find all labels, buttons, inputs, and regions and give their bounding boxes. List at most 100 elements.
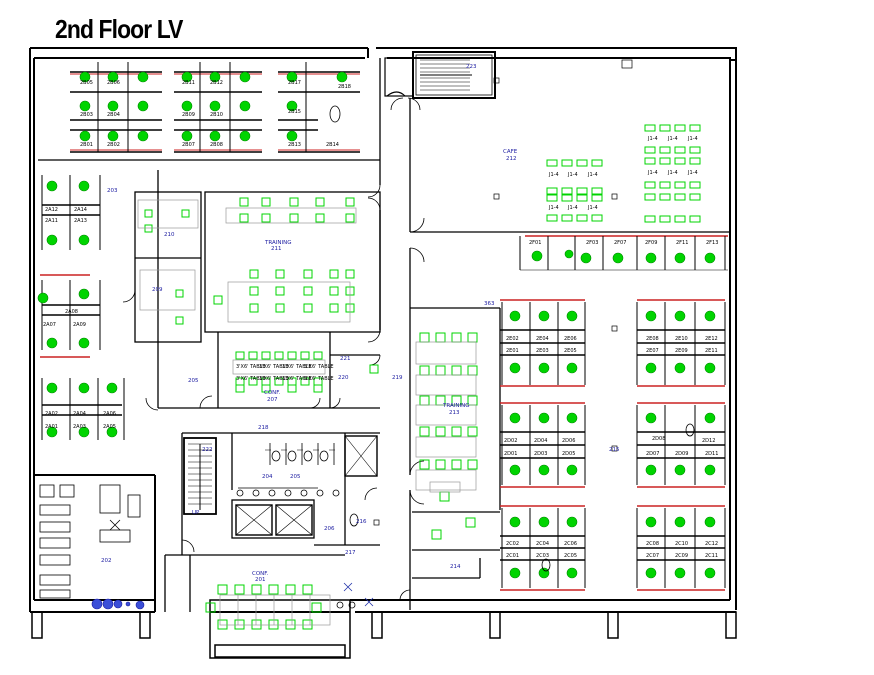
desk-label: 2F03: [586, 240, 598, 246]
room-213-label: 213: [449, 410, 460, 416]
desk-label: 2C10: [675, 541, 688, 547]
desk-label: 2B14: [326, 142, 339, 148]
desk-label: 2B13: [288, 142, 301, 148]
interior-walls: [38, 58, 730, 612]
desk-label: 2B11: [182, 80, 195, 86]
desk-label: 2B01: [80, 142, 93, 148]
room-206-label: 206: [324, 526, 335, 532]
door-swings: [122, 97, 425, 601]
training-213-label: TRAINING: [442, 403, 469, 409]
room-212-label: 212: [506, 156, 517, 162]
desk-label: 2E06: [564, 336, 577, 342]
desk-label: 2B07: [182, 142, 195, 148]
desk-label: 2E12: [705, 336, 718, 342]
plan-title: 2nd Floor LV: [55, 14, 183, 44]
desk-label: 2D08: [652, 436, 665, 442]
desk-label: 2A02: [45, 411, 58, 417]
room-205-label: 205: [188, 378, 199, 384]
desk-label: 2A12: [45, 207, 58, 213]
room-202-label: 202: [101, 558, 112, 564]
desk-label: 2B09: [182, 112, 195, 118]
table-label: 3'X6' TABLE: [304, 376, 334, 382]
desk-label: 2E09: [675, 348, 688, 354]
table-label: 3'X6' TABLE: [236, 364, 266, 370]
cafe-table-label: J1-4: [667, 170, 678, 176]
desk-label: 2F09: [645, 240, 657, 246]
desk-label: 2A07: [43, 322, 56, 328]
desk-label: 2C02: [506, 541, 519, 547]
desk-label: 2E07: [646, 348, 659, 354]
desk-label: 2B08: [210, 142, 223, 148]
desk-label: 2A04: [73, 411, 86, 417]
room-211-label: 211: [271, 246, 282, 252]
room-222-label: 222: [202, 447, 213, 453]
workstation-chairs: [37, 71, 716, 579]
desk-label: 2E10: [675, 336, 688, 342]
desk-label: 2C07: [646, 553, 659, 559]
table-label: 3'X6' TABLE: [282, 364, 312, 370]
desk-label: 2B10: [210, 112, 223, 118]
room-210-label: 210: [164, 232, 175, 238]
training-211-label: TRAINING: [264, 240, 291, 246]
exercise-balls: [91, 598, 145, 610]
desk-label: 2E08: [646, 336, 659, 342]
desk-label: 2D04: [534, 438, 547, 444]
room-218-label: 218: [258, 425, 269, 431]
desk-label: 2F13: [706, 240, 718, 246]
cafe-table-label: J1-4: [647, 136, 658, 142]
room-labels: CAFE 212 203 210 209 TRAINING 211 205 CO…: [101, 149, 620, 583]
outer-walls: [29, 47, 737, 613]
desk-label: 2C12: [705, 541, 718, 547]
desk-label: 2D05: [562, 451, 575, 457]
desk-label: 2D12: [702, 438, 715, 444]
room-209-label: 209: [152, 287, 163, 293]
cafe-table-label: J1-4: [548, 205, 559, 211]
desk-label: 2A11: [45, 218, 58, 224]
desk-label: 2B02: [107, 142, 120, 148]
cafe-table-label: J1-4: [647, 170, 658, 176]
desk-label: 2C01: [506, 553, 519, 559]
cafe-table-label: J1-4: [567, 172, 578, 178]
desk-label: 2B06: [107, 80, 120, 86]
desk-label: 2C05: [564, 553, 577, 559]
desk-label: 2E03: [536, 348, 549, 354]
table-label: 3'X6' TABLE: [282, 376, 312, 382]
room-216-label: 216: [356, 519, 367, 525]
table-label: 3'X6' TABLE: [304, 364, 334, 370]
stair-up-label: UP: [192, 510, 200, 516]
desk-label: 2D07: [646, 451, 659, 457]
cafe-table-label: J1-4: [587, 205, 598, 211]
desk-label: 2A14: [74, 207, 87, 213]
room-363-label: 363: [484, 301, 495, 307]
elevator-core-top: [384, 57, 414, 97]
columns: [31, 599, 737, 659]
desk-label: 2B03: [80, 112, 93, 118]
column-markers: [373, 59, 633, 526]
desk-label: 2C04: [536, 541, 549, 547]
desk-label: 2A06: [103, 411, 116, 417]
cubicle-frames: [40, 62, 728, 591]
room-214-label: 214: [450, 564, 461, 570]
table-label: 3'X6' TABLE: [259, 364, 289, 370]
desk-label: 2D09: [675, 451, 688, 457]
fixtures: [236, 105, 695, 609]
cafe-table-label: J1-4: [667, 136, 678, 142]
room-221-label: 221: [340, 356, 351, 362]
desk-label: 2E02: [506, 336, 519, 342]
desk-label: 2B15: [288, 109, 301, 115]
desk-label: 2C06: [564, 541, 577, 547]
conf-207-label: CONF.: [264, 390, 281, 396]
desk-label: 2A09: [73, 322, 86, 328]
desk-label: 2C11: [705, 553, 718, 559]
desk-label: 2E04: [536, 336, 549, 342]
desk-label: 2B17: [288, 80, 301, 86]
desk-label: 2D01: [504, 451, 517, 457]
fitness-equipment: [39, 484, 141, 599]
desk-label: 2A08: [65, 309, 78, 315]
green-furniture: [144, 124, 701, 630]
desk-label: 2C03: [536, 553, 549, 559]
